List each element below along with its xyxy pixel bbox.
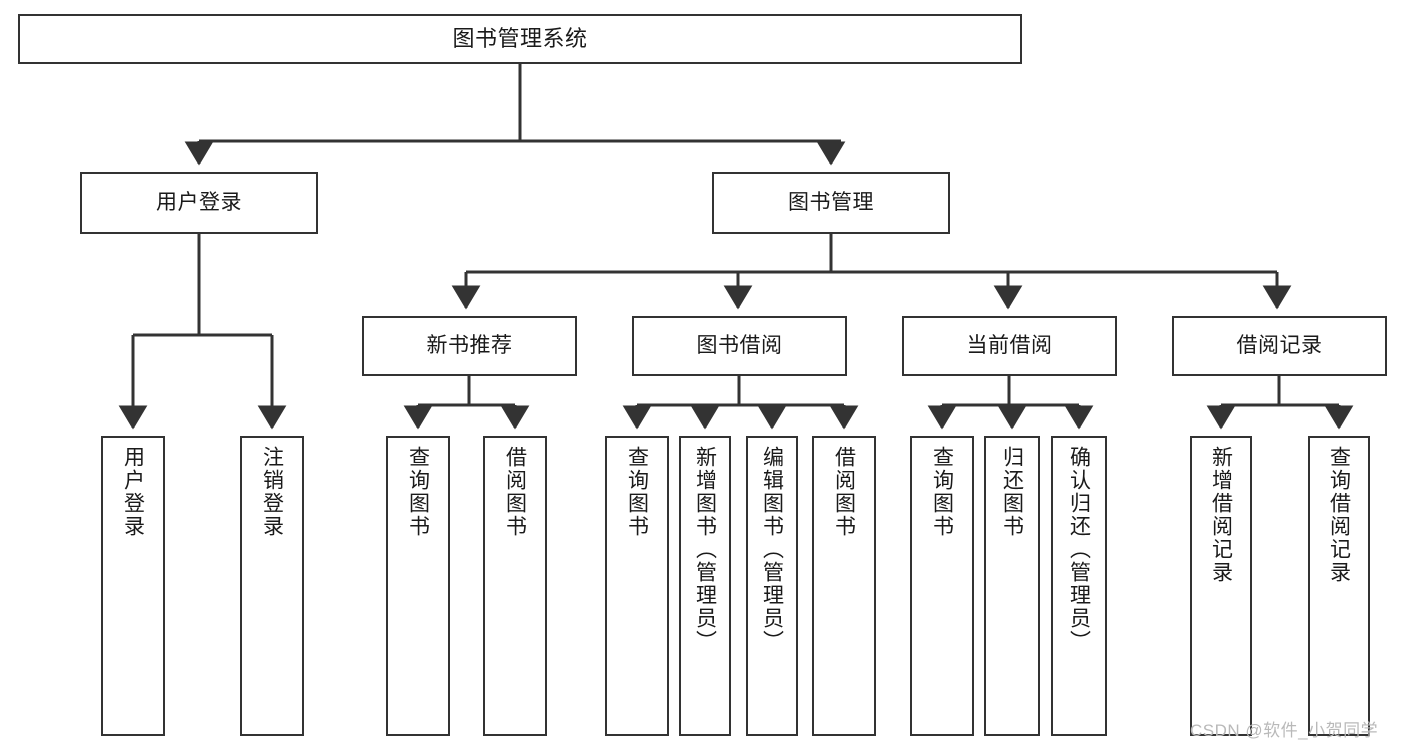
node-leaf-query-book-2[interactable]: 查询图书 (605, 436, 669, 736)
node-user-login-label: 用户登录 (156, 190, 242, 214)
node-leaf-user-login[interactable]: 用户登录 (101, 436, 165, 736)
node-leaf-query-borrow-record-label: 查询借阅记录 (1327, 446, 1351, 584)
node-leaf-query-book-1[interactable]: 查询图书 (386, 436, 450, 736)
node-current-borrow-label: 当前借阅 (966, 333, 1053, 357)
node-leaf-query-book-3[interactable]: 查询图书 (910, 436, 974, 736)
node-root[interactable]: 图书管理系统 (18, 14, 1022, 64)
node-leaf-add-borrow-record-label: 新增借阅记录 (1209, 446, 1233, 584)
node-leaf-borrow-book-1-label: 借阅图书 (503, 446, 527, 538)
node-leaf-add-book-admin-label: 新增图书（管理员） (693, 446, 717, 653)
node-user-login[interactable]: 用户登录 (80, 172, 318, 234)
node-book-manage[interactable]: 图书管理 (712, 172, 950, 234)
node-leaf-borrow-book-2-label: 借阅图书 (832, 446, 856, 538)
node-leaf-confirm-return-admin-label: 确认归还（管理员） (1067, 446, 1091, 653)
node-leaf-user-login-label: 用户登录 (121, 446, 145, 538)
node-book-manage-label: 图书管理 (788, 190, 874, 214)
node-leaf-query-book-2-label: 查询图书 (625, 446, 649, 538)
node-borrow-record-label: 借阅记录 (1236, 333, 1323, 357)
node-leaf-logout-login[interactable]: 注销登录 (240, 436, 304, 736)
node-leaf-logout-login-label: 注销登录 (260, 446, 284, 538)
node-leaf-return-book[interactable]: 归还图书 (984, 436, 1040, 736)
node-leaf-add-borrow-record[interactable]: 新增借阅记录 (1190, 436, 1252, 736)
node-leaf-borrow-book-2[interactable]: 借阅图书 (812, 436, 876, 736)
csdn-watermark: CSDN @软件_小贺同学 (1190, 721, 1379, 740)
node-new-book-recommend[interactable]: 新书推荐 (362, 316, 577, 376)
node-leaf-edit-book-admin-label: 编辑图书（管理员） (760, 446, 784, 653)
node-root-label: 图书管理系统 (452, 26, 588, 52)
node-book-borrow[interactable]: 图书借阅 (632, 316, 847, 376)
node-leaf-return-book-label: 归还图书 (1000, 446, 1024, 538)
node-leaf-query-borrow-record[interactable]: 查询借阅记录 (1308, 436, 1370, 736)
node-borrow-record[interactable]: 借阅记录 (1172, 316, 1387, 376)
node-new-book-recommend-label: 新书推荐 (426, 333, 513, 357)
node-leaf-query-book-3-label: 查询图书 (930, 446, 954, 538)
node-leaf-borrow-book-1[interactable]: 借阅图书 (483, 436, 547, 736)
node-leaf-confirm-return-admin[interactable]: 确认归还（管理员） (1051, 436, 1107, 736)
node-leaf-add-book-admin[interactable]: 新增图书（管理员） (679, 436, 731, 736)
node-book-borrow-label: 图书借阅 (696, 333, 783, 357)
node-leaf-query-book-1-label: 查询图书 (406, 446, 430, 538)
node-leaf-edit-book-admin[interactable]: 编辑图书（管理员） (746, 436, 798, 736)
node-current-borrow[interactable]: 当前借阅 (902, 316, 1117, 376)
